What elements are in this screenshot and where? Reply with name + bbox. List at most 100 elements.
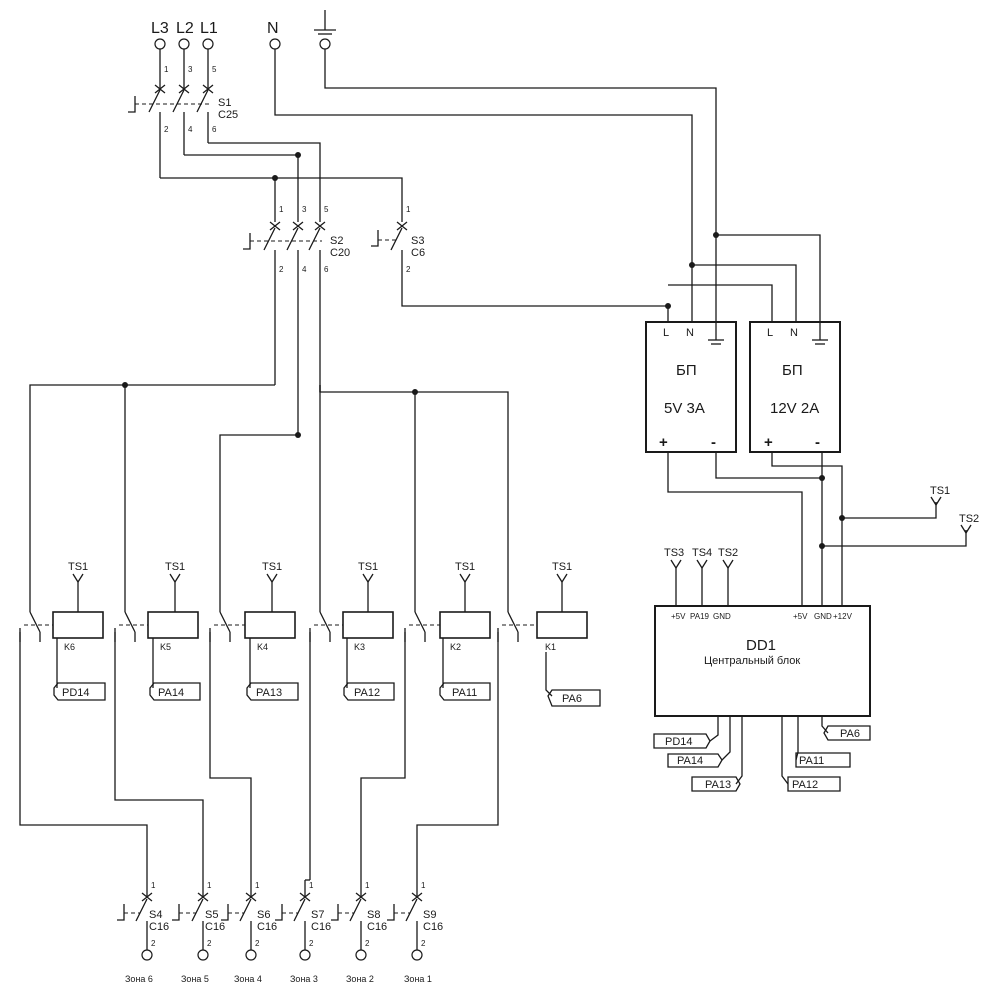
relay-k6-signal: PD14 (62, 687, 90, 699)
terminal-l1 (202, 38, 214, 50)
phase-l3-label: L3 (151, 20, 169, 37)
psu-5v-rating: 5V 3A (664, 400, 705, 417)
dd1-pin-12v: +12V (833, 612, 853, 621)
relay-k5-signal: PA14 (158, 687, 184, 699)
zone-6-label: Зона 6 (125, 974, 153, 984)
dd1-out-pa14: PA14 (677, 755, 703, 767)
zone-1-label: Зона 1 (404, 974, 432, 984)
relay-k1: K1 TS1 PA6 (416, 561, 601, 880)
s9-pin1: 1 (421, 881, 426, 890)
s3-name: S3 (411, 235, 424, 247)
sensor-ts1-right-label: TS1 (930, 485, 950, 497)
breaker-s1: 1 3 5 2 4 6 S1 C25 (128, 49, 238, 178)
zone-4-terminal (245, 949, 257, 961)
s7-name: S7 (311, 909, 324, 921)
zone-4-label: Зона 4 (234, 974, 262, 984)
psu-5v-l: L (663, 327, 669, 339)
psu-output-wiring (667, 452, 967, 606)
relay-k3-name: K3 (354, 642, 365, 652)
s2-pin6: 6 (324, 265, 329, 274)
s5-pin2: 2 (207, 939, 212, 948)
relay-k6-name: K6 (64, 642, 75, 652)
dd1-out-pd14: PD14 (665, 736, 693, 748)
dd1-pin-gnd-left: GND (713, 612, 731, 621)
s2-pin3: 3 (302, 205, 307, 214)
psu-12v: L N БП 12V 2A + - (749, 321, 841, 453)
psu-12v-minus: - (815, 434, 820, 451)
psu-12v-title: БП (782, 362, 803, 379)
dd1-pin-5v-left: +5V (671, 612, 686, 621)
s5-name: S5 (205, 909, 218, 921)
relay-k4-sensor: TS1 (262, 561, 282, 573)
s5-pin1: 1 (207, 881, 212, 890)
relay-k3-sensor: TS1 (358, 561, 378, 573)
s2-pin5: 5 (324, 205, 329, 214)
zone-breaker-s6: 1 2 S6 C16 Зона 4 (221, 880, 277, 984)
relay-k2: K2 TS1 PA11 (360, 561, 491, 880)
s8-pin2: 2 (365, 939, 370, 948)
relay-k5: K5 TS1 PA14 (114, 561, 204, 880)
s9-rating: C16 (423, 921, 443, 933)
relay-k4-signal: PA13 (256, 687, 282, 699)
s6-pin1: 1 (255, 881, 260, 890)
phase-l2-label: L2 (176, 20, 194, 37)
relay-k2-name: K2 (450, 642, 461, 652)
relay-k3: K3 TS1 PA12 (309, 561, 395, 880)
terminal-l3 (154, 38, 166, 50)
s2-pin1: 1 (279, 205, 284, 214)
s9-pin2: 2 (421, 939, 426, 948)
neutral-label: N (267, 20, 279, 37)
zone-breaker-s9: 1 2 S9 C16 Зона 1 (387, 880, 443, 984)
s4-pin2: 2 (151, 939, 156, 948)
s1-pin6: 6 (212, 125, 217, 134)
relay-k6-sensor: TS1 (68, 561, 88, 573)
s8-pin1: 1 (365, 881, 370, 890)
s2-pin4: 4 (302, 265, 307, 274)
psu-5v-title: БП (676, 362, 697, 379)
relay-k4: K4 TS1 PA13 (209, 561, 299, 880)
psu-12v-plus: + (764, 434, 773, 451)
s1-pin2: 2 (164, 125, 169, 134)
relay-feed-buses (29, 382, 509, 612)
s5-rating: C16 (205, 921, 225, 933)
s1-pin1: 1 (164, 65, 169, 74)
zone-5-label: Зона 5 (181, 974, 209, 984)
zone-breaker-s4: 1 2 S4 C16 Зона 6 (117, 880, 169, 984)
s1-name: S1 (218, 97, 231, 109)
dd1-out-pa11: PA11 (799, 755, 824, 767)
zone-3-terminal (299, 949, 311, 961)
zone-2-terminal (355, 949, 367, 961)
s3-rating: C6 (411, 247, 425, 259)
s4-pin1: 1 (151, 881, 156, 890)
bus-s1-to-s2 (160, 142, 403, 222)
s4-rating: C16 (149, 921, 169, 933)
dd1-out-pa13: PA13 (705, 779, 731, 791)
s6-name: S6 (257, 909, 270, 921)
terminal-pe (319, 38, 331, 50)
zone-breaker-s5: 1 2 S5 C16 Зона 5 (172, 880, 225, 984)
s6-rating: C16 (257, 921, 277, 933)
s8-rating: C16 (367, 921, 387, 933)
zone-2-label: Зона 2 (346, 974, 374, 984)
sensor-ts1-right: TS1 (930, 485, 950, 507)
dd1-pin-5v-right: +5V (793, 612, 808, 621)
controller-dd1: +5V PA19 GND +5V GND +12V DD1 Центральны… (653, 547, 871, 792)
relay-k5-sensor: TS1 (165, 561, 185, 573)
dd1-description: Центральный блок (704, 655, 800, 667)
relay-k1-name: K1 (545, 642, 556, 652)
s2-rating: C20 (330, 247, 350, 259)
s7-pin2: 2 (309, 939, 314, 948)
sensor-ts2-right-label: TS2 (959, 513, 979, 525)
zone-5-terminal (197, 949, 209, 961)
dd1-sensor-ts4: TS4 (692, 547, 712, 559)
relay-k6: K6 TS1 PD14 (19, 561, 148, 880)
s2-name: S2 (330, 235, 343, 247)
dd1-name: DD1 (746, 637, 776, 654)
s1-pin4: 4 (188, 125, 193, 134)
relay-k1-sensor: TS1 (552, 561, 572, 573)
dd1-pin-pa19: PA19 (690, 612, 710, 621)
psu-12v-n: N (790, 327, 798, 339)
s9-name: S9 (423, 909, 436, 921)
zone-breaker-s8: 1 2 S8 C16 Зона 2 (331, 880, 387, 984)
